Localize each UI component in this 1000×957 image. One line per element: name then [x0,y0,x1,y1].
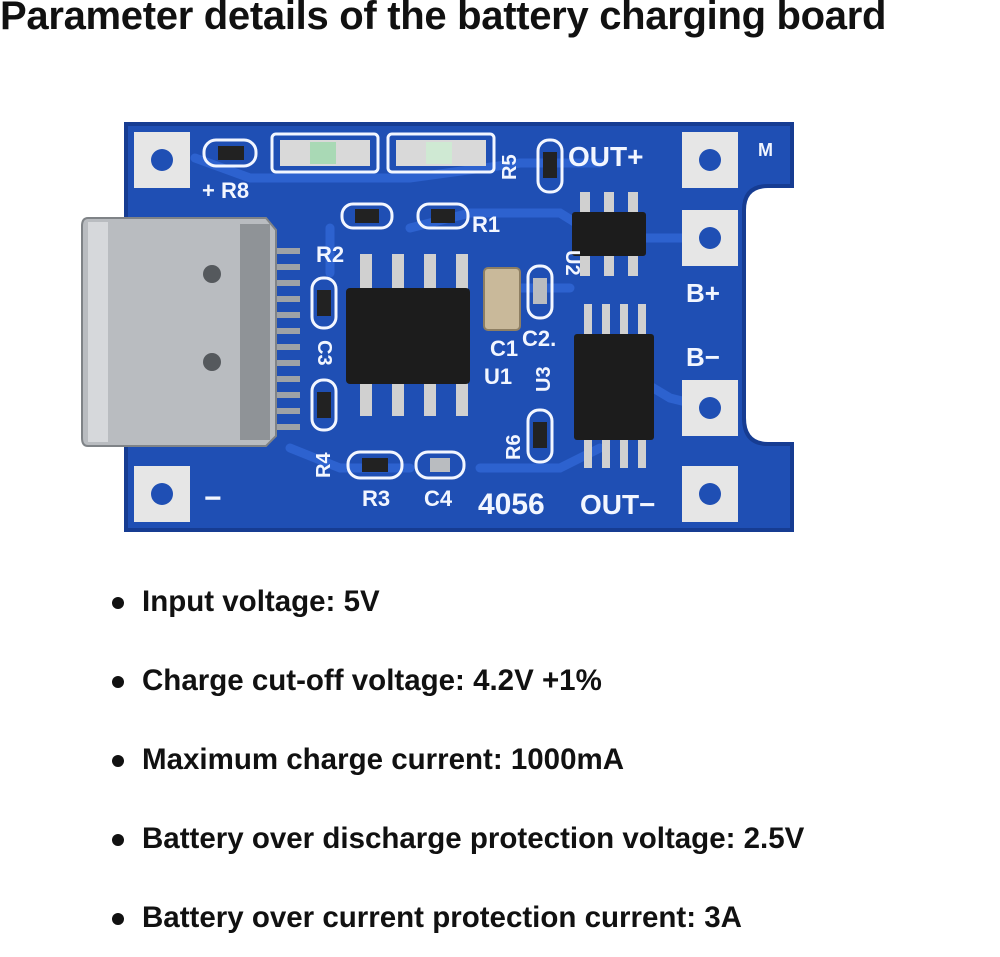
label-minus: − [204,482,222,515]
usb-c-connector [81,217,300,447]
label-part-number: 4056 [478,488,545,521]
ic-u1 [346,254,470,416]
solder-pads [134,132,738,522]
label-c3: C3 [313,340,335,366]
spec-item: Battery over current protection current:… [112,878,992,957]
spec-text: Maximum charge current: 1000mA [142,742,625,776]
label-u1: U1 [484,364,512,389]
label-r1: R1 [472,212,500,237]
label-plus-r8: + R8 [202,178,249,203]
label-r3: R3 [362,486,390,511]
spec-text: Battery over current protection current:… [142,900,742,934]
label-u3: U3 [533,366,555,392]
smd-resistors [202,138,564,480]
spec-item: Input voltage: 5V [112,562,992,641]
bullet-icon [112,754,124,767]
page-title: Parameter details of the battery chargin… [0,0,887,38]
label-c2: C2. [522,326,556,351]
label-r6: R6 [503,434,525,460]
label-out-minus: OUT− [580,489,655,520]
label-out-plus: OUT+ [568,141,643,172]
ic-u2 [572,192,646,276]
label-m: M [758,140,773,160]
label-c4: C4 [424,486,453,511]
label-c1: C1 [490,336,518,361]
spec-list: Input voltage: 5V Charge cut-off voltage… [112,562,992,957]
bullet-icon [112,675,124,688]
spec-item: Maximum charge current: 1000mA [112,720,992,799]
spec-text: Charge cut-off voltage: 4.2V +1% [142,663,602,697]
charging-board-photo: + R8 R2 R1 R5 OUT+ M U2 B+ B− C3 C1 C2. … [80,118,800,538]
label-r4: R4 [313,452,335,478]
label-b-plus: B+ [686,278,720,308]
label-b-minus: B− [686,342,720,372]
spec-item: Battery over discharge protection voltag… [112,799,992,878]
spec-text: Battery over discharge protection voltag… [142,821,805,855]
label-r5: R5 [499,154,521,180]
spec-text: Input voltage: 5V [142,584,380,618]
indicator-leds [270,132,496,174]
bullet-icon [112,912,124,925]
label-u2: U2 [561,250,583,276]
bullet-icon [112,833,124,846]
capacitor-c1 [483,267,521,331]
charging-board-illustration: + R8 R2 R1 R5 OUT+ M U2 B+ B− C3 C1 C2. … [81,122,794,532]
bullet-icon [112,596,124,609]
spec-item: Charge cut-off voltage: 4.2V +1% [112,641,992,720]
ic-u3 [574,304,654,468]
label-r2: R2 [316,242,344,267]
